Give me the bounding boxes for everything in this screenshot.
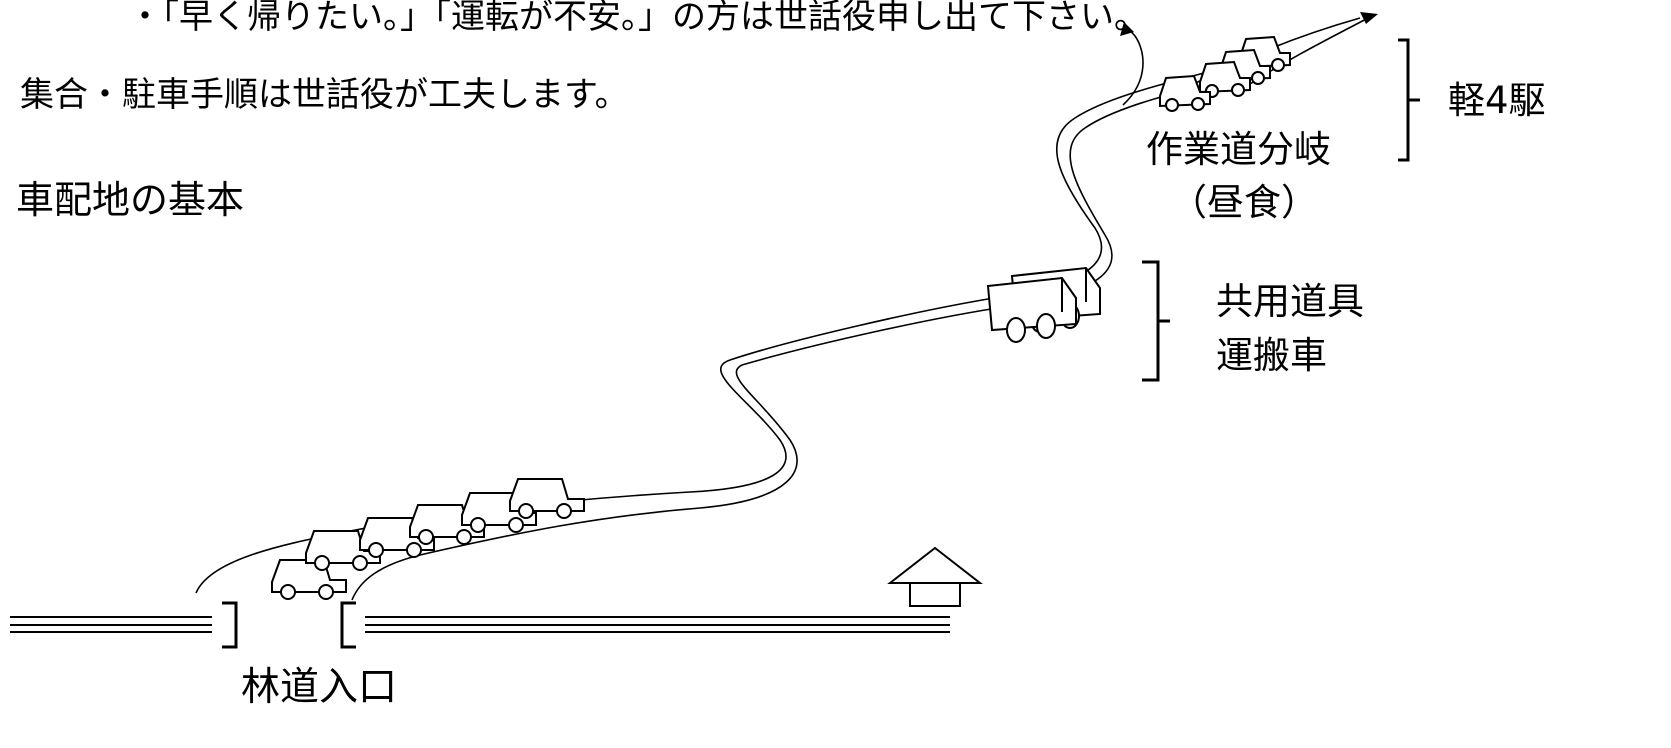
transport-label: 運搬車 [1216,334,1327,377]
return-arrowhead-icon [1120,22,1134,36]
k4wd-cars [1159,36,1291,112]
parked-cars [271,478,585,600]
main-road [10,616,950,633]
entrance-label: 林道入口 [241,665,398,710]
car-icon [271,559,347,600]
lunch-label: （昼食） [1170,181,1318,224]
bracket-icon [1142,38,1420,382]
sub-note: 集合・駐車手順は世話役が工夫します。 [20,75,629,115]
van-icon [987,277,1077,343]
forest-road [195,65,1241,601]
k4wd-label: 軽4駆 [1448,79,1546,122]
entrance-bracket-icon [222,601,356,649]
house-arrow-icon [887,546,983,607]
diagram-heading: 車配地の基本 [16,178,245,222]
arrow-icon [1360,12,1378,24]
tool-vans [987,267,1101,343]
fork-label: 作業道分岐 [1146,128,1331,171]
tools-label: 共用道具 [1216,280,1364,323]
note-line: ・「早く帰りたい。」「運転が不安。」の方は世話役申し出て下さい。 [128,0,1148,37]
car-icon [509,478,585,519]
return-arrow-icon [1122,27,1144,106]
